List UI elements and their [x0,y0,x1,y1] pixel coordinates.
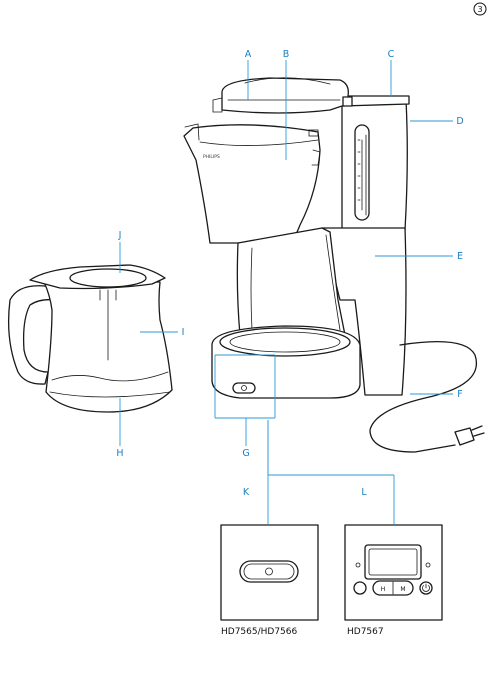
panel-l: H M HD7567 [345,475,442,637]
label-e: E [457,251,463,262]
panel-k: HD7565/HD7566 [221,420,318,637]
indicator-left [356,563,360,567]
label-f: F [457,389,462,400]
carafe [9,265,172,412]
indicator-right [426,563,430,567]
timer-display [365,545,421,579]
plug [455,428,474,445]
coffee-maker: PHILIPS [184,78,484,452]
water-tank [342,100,407,235]
label-h: H [116,448,123,459]
label-l: L [361,487,367,498]
label-i: I [182,327,185,338]
minute-button-label: M [400,586,405,593]
carafe-lid-top [70,269,146,287]
label-c: C [388,49,395,60]
model-label-right: HD7567 [347,627,384,637]
page-number: 3 [477,5,482,14]
label-k: K [243,487,250,498]
base-switch [233,383,255,393]
timer-button [354,582,366,594]
label-g: G [242,448,249,459]
label-b: B [283,49,290,60]
filter-brand: PHILIPS [203,154,220,160]
label-d: D [456,116,463,127]
label-j: J [118,230,122,241]
model-label-left: HD7565/HD7566 [221,627,298,637]
hotplate-column [237,228,345,335]
page-number-badge: 3 [474,3,486,15]
hour-button-label: H [381,586,386,593]
label-a: A [245,49,252,60]
